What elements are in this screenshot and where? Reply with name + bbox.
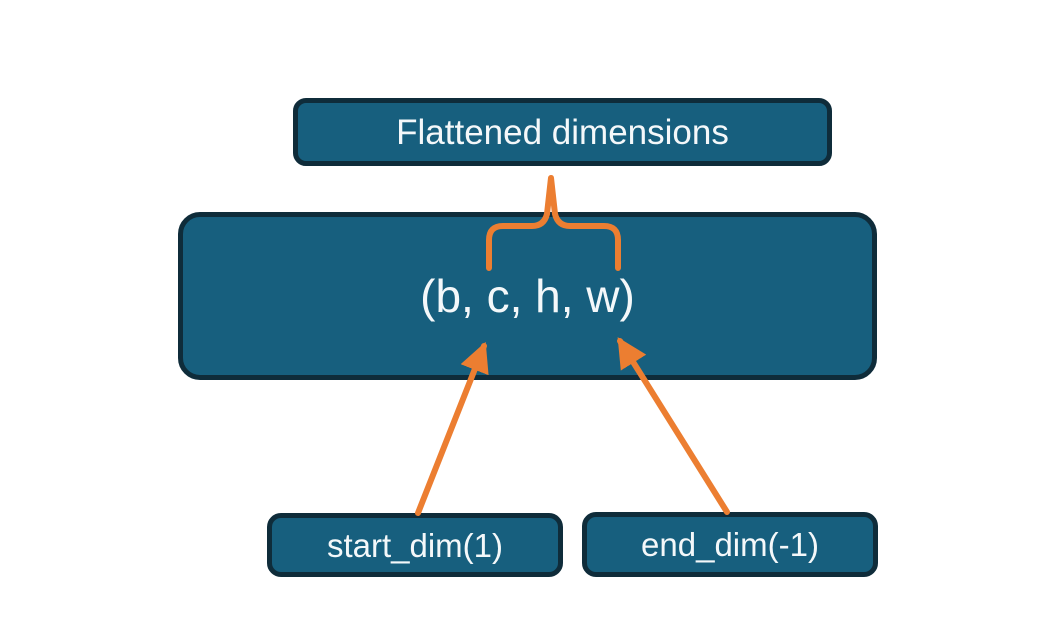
start-dim-label: start_dim(1)	[326, 526, 504, 564]
tensor-shape-box: (b, c, h, w)	[178, 212, 877, 380]
flattened-dimensions-box: Flattened dimensions	[293, 98, 832, 166]
end-dim-label: end_dim(-1)	[641, 526, 819, 563]
start-dim-box: start_dim(1)	[267, 513, 563, 577]
end-dim-box: end_dim(-1)	[582, 512, 878, 577]
flattened-dimensions-label: Flattened dimensions	[396, 112, 729, 152]
tensor-shape-label: (b, c, h, w)	[420, 270, 635, 322]
